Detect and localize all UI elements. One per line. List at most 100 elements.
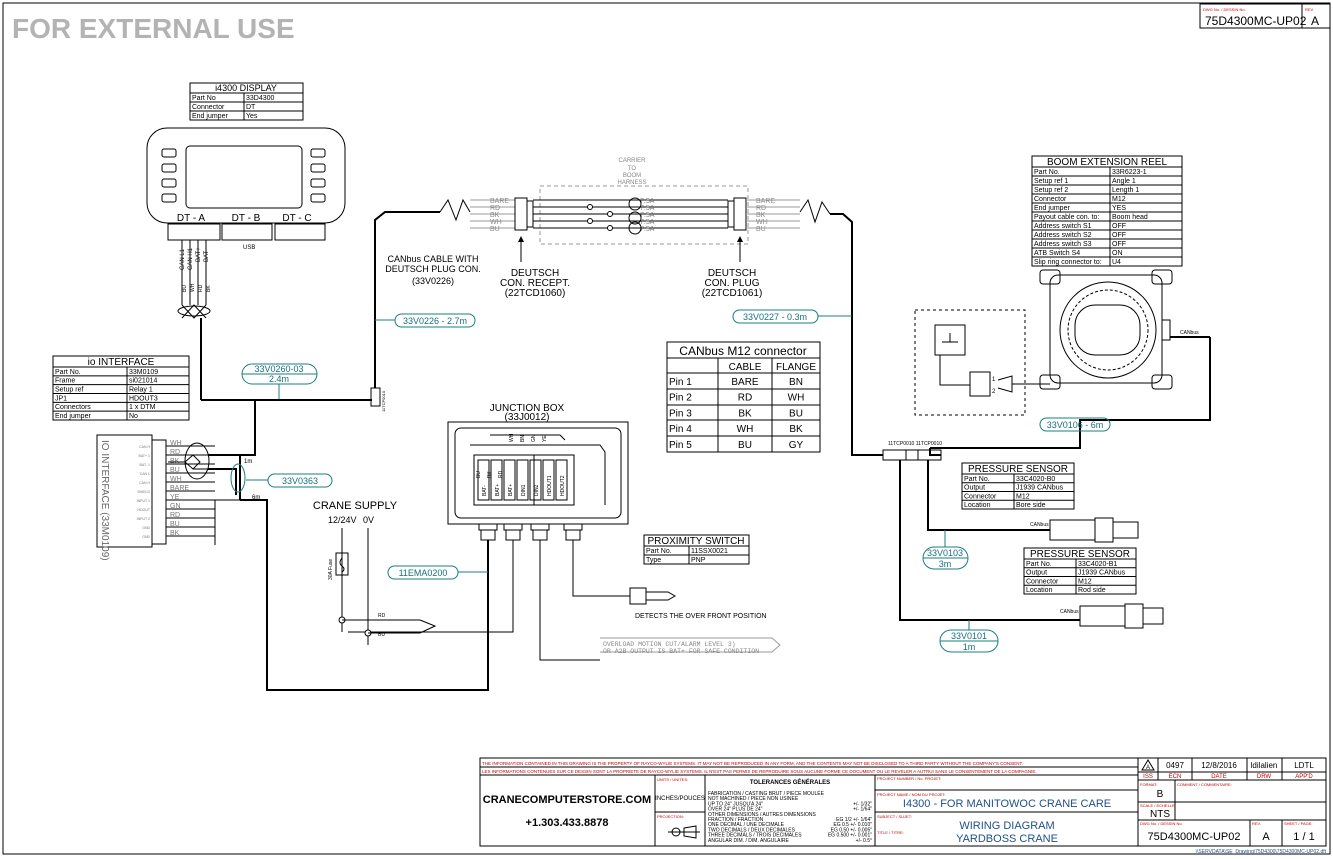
- io-title: io INTERFACE: [88, 357, 155, 368]
- boom-reel-cell: Slip ring connector to:: [1034, 259, 1102, 266]
- cable-label: 1m: [963, 642, 976, 652]
- io-wire-label: GN: [170, 503, 181, 510]
- rev-date: 12/8/2016: [1201, 761, 1237, 770]
- ps2-title: PRESSURE SENSOR: [1030, 549, 1130, 560]
- ps-cell: Part No.: [1026, 561, 1052, 568]
- io-cell: si021014: [129, 378, 158, 385]
- carrier-label: BOOM: [623, 173, 641, 179]
- jb-terminal: HDOUT1: [547, 475, 553, 496]
- display-unit: DT - A DT - B DT - C USB CAN L1 CAN H1 B…: [146, 127, 372, 401]
- cable-label: 33V0226 - 2.7m: [403, 316, 467, 326]
- fuse-label: 7.5A: [640, 205, 655, 212]
- io-cell: Connectors: [55, 404, 91, 411]
- crane-supply-rd: RD: [378, 613, 386, 619]
- rev-hdr: APP'D: [1295, 774, 1313, 780]
- proximity-switch: PROXIMITY SWITCH Part No. 11SSX0021 Type…: [629, 534, 767, 620]
- cable-label: 2.4m: [269, 374, 289, 384]
- display-conn-b: DT - B: [232, 213, 261, 224]
- boom-reel-cell: Setup ref 1: [1034, 178, 1068, 185]
- carrier-label: TO: [628, 166, 637, 172]
- tb-rev: A: [1262, 831, 1270, 843]
- io-pin-label: BAT+ 1: [138, 454, 150, 458]
- m12-cell: Pin 4: [669, 424, 692, 435]
- cable-label: 33V0103: [927, 548, 963, 558]
- io-wire-label: BARE: [170, 485, 189, 492]
- company: CRANECOMPUTERSTORE.COM: [483, 794, 651, 806]
- crane-supply-zero: 0V: [363, 515, 374, 525]
- io-pin-label: CAN H: [139, 445, 150, 449]
- rev-label: REV.: [1305, 7, 1314, 12]
- m12-cell: RD: [738, 393, 752, 404]
- rev-hdr: ECN: [1169, 774, 1182, 780]
- io-cell: 33M0109: [129, 369, 158, 376]
- pressure-sensor-2-table: PRESSURE SENSOR Part No. 33C4020-B1Output…: [1023, 547, 1137, 595]
- display-wire-label: RD: [198, 284, 204, 292]
- cable-label: 33V0363: [282, 476, 318, 486]
- tee-label: 11TCP0010 11TCP0010: [888, 441, 942, 447]
- boom-reel-cell: Angle 1: [1112, 178, 1136, 185]
- display-cell: Part No: [192, 95, 216, 102]
- ps-cell: 33C4020-B1: [1078, 561, 1117, 568]
- crane-supply-title: CRANE SUPPLY: [313, 500, 398, 512]
- title2: YARDBOSS CRANE: [956, 833, 1058, 845]
- sheet: 1 / 1: [1293, 831, 1314, 843]
- display-cell: End jumper: [192, 113, 228, 120]
- m12-cell: Pin 3: [669, 408, 692, 419]
- tb-rev-label: REV.: [1252, 821, 1261, 826]
- recept-label: CON. RECEPT.: [500, 278, 570, 289]
- harness-wire-label: BARE: [490, 198, 509, 205]
- boom-reel-title: BOOM EXTENSION REEL: [1047, 157, 1167, 168]
- notice-fr: LES INFORMATIONS CONTENUES SUR CE DESSIN…: [482, 769, 1037, 774]
- io-cell: HDOUT3: [129, 395, 158, 402]
- dwg-no: 75D4300MC-UP02: [1205, 14, 1307, 28]
- title1: WIRING DIAGRAM: [959, 820, 1054, 832]
- recept-label: (22TCD1060): [505, 288, 566, 299]
- ps-cell: J1939 CANbus: [1078, 570, 1126, 577]
- notice-en: THE INFORMATION CONTAINED IN THIS DRAWIN…: [482, 761, 1023, 766]
- harness-wire-label: BK: [756, 212, 766, 219]
- display-wire-label: WH: [190, 283, 196, 292]
- recept-label: DEUTSCH: [511, 268, 559, 279]
- canbus-cable-part: (33V0226): [412, 276, 454, 286]
- cable-33v0106: 33V0106 - 6m: [1039, 417, 1111, 432]
- jb-wire: WH: [509, 433, 515, 442]
- cable-label: 33V0260-03: [254, 364, 303, 374]
- pressure-sensor-1-table: PRESSURE SENSOR Part No.33C4020-B0Output…: [961, 462, 1075, 510]
- rev-hdr: ISS: [1143, 774, 1153, 780]
- len-label: 1m: [244, 459, 252, 465]
- m12-cell: BK: [738, 408, 752, 419]
- prox-cell: PNP: [691, 557, 706, 564]
- title-label: TITLE / TITRE:: [877, 830, 904, 835]
- io-cell: Relay 1: [129, 386, 153, 393]
- dwg-no-box: [1199, 3, 1331, 29]
- boom-reel-cell: Setup ref 2: [1034, 187, 1068, 194]
- ps-cell: Output: [1026, 570, 1047, 577]
- crane-supply-voltage: 12/24V: [328, 515, 357, 525]
- io-cell: JP1: [55, 395, 67, 402]
- io-pin-label: SHIELD: [137, 490, 150, 494]
- rev-appd: LDTL: [1294, 761, 1314, 770]
- crane-supply-bu: BU: [378, 632, 385, 638]
- m12-cell: BK: [789, 424, 803, 435]
- io-wire-label: RD: [170, 449, 180, 456]
- plug-label: DEUTSCH: [708, 268, 756, 279]
- project-label: PROJECT NUMBER / No. PROJET:: [877, 776, 941, 781]
- m12-title: CANbus M12 connector: [679, 344, 806, 358]
- cable-33v0101: 33V0101 1m: [939, 620, 999, 653]
- tol-line: OTHER DIMENSIONS / AUTRES DIMENSIONS: [708, 812, 816, 818]
- tol-val: EG 0.5 +/- 0.010": [833, 822, 872, 828]
- canbus-cable: [374, 211, 440, 388]
- overload-text: OR A2B OUTPUT IS BAT+ FOR SAFE CONDITION: [603, 648, 759, 655]
- boom-cable: [830, 213, 853, 448]
- projection-label: PROJECTION:: [657, 814, 684, 819]
- format-label: FORMAT:: [1140, 782, 1157, 787]
- ps-cell: J1939 CANbus: [1016, 485, 1064, 492]
- harness-wire-label: WH: [756, 219, 768, 226]
- ps-cell: M12: [1078, 578, 1092, 585]
- m12-cell: BU: [789, 408, 803, 419]
- tol-line: OVER 24" PLUS DE 24": [708, 807, 763, 813]
- title-block: THE INFORMATION CONTAINED IN THIS DRAWIN…: [479, 757, 1327, 855]
- io-pin-label: BAT- 1: [140, 463, 150, 467]
- boom-reel-cell: Part No.: [1034, 169, 1060, 176]
